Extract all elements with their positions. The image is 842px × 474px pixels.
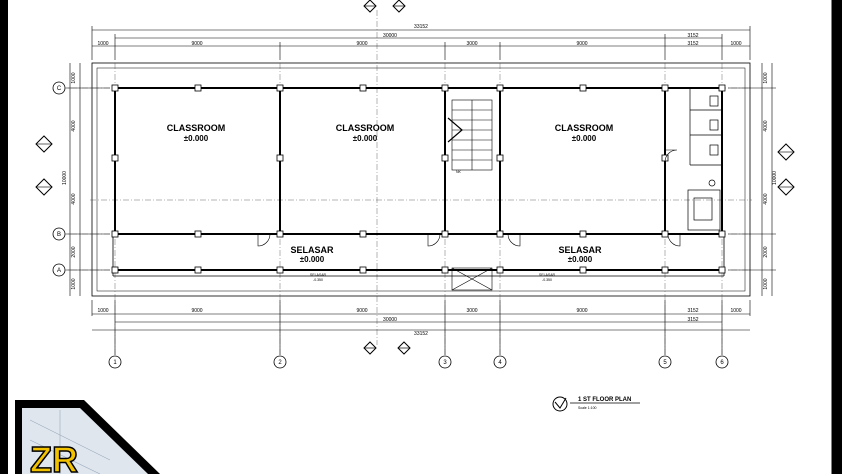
logo-text: ZR bbox=[30, 439, 78, 474]
north-arrow-bottom-left bbox=[363, 341, 377, 355]
corridor-name-1: SELASAR bbox=[290, 245, 334, 255]
column-axis-1: 1 bbox=[113, 360, 117, 366]
section-marker-left-top bbox=[35, 135, 53, 153]
dim-bottom-seg-4: 3000 bbox=[466, 308, 477, 314]
dim-top-right: 3152 bbox=[687, 33, 698, 39]
right-dimensions bbox=[728, 63, 776, 296]
room-name-1: CLASSROOM bbox=[167, 123, 226, 133]
room-name-3: CLASSROOM bbox=[555, 123, 614, 133]
north-arrow-top-left bbox=[363, 0, 377, 13]
dim-left-seg-1: 1000 bbox=[71, 72, 77, 83]
dim-bottom-seg-5: 9000 bbox=[576, 308, 587, 314]
dim-bottom-right: 3152 bbox=[687, 317, 698, 323]
toilet-block bbox=[687, 88, 722, 231]
room-level-2: ±0.000 bbox=[353, 134, 378, 143]
zr-logo bbox=[15, 400, 160, 474]
room-name-2: CLASSROOM bbox=[336, 123, 395, 133]
dim-top-seg-7: 1000 bbox=[730, 41, 741, 47]
column-axis-3: 3 bbox=[443, 360, 447, 366]
dim-right-seg-4: 2000 bbox=[763, 246, 769, 257]
drawing-title: 1 ST FLOOR PLAN bbox=[578, 397, 631, 403]
dim-bottom-mid: 30000 bbox=[383, 317, 397, 323]
dim-top-total: 33152 bbox=[414, 24, 428, 30]
selasar-small-level-1: -0.350 bbox=[313, 278, 323, 282]
dim-bottom-seg-2: 9000 bbox=[191, 308, 202, 314]
dim-right-seg-5: 1000 bbox=[763, 278, 769, 289]
entrance-steps bbox=[451, 267, 493, 291]
dim-top-seg-3: 9000 bbox=[356, 41, 367, 47]
dim-bottom-total: 33152 bbox=[414, 331, 428, 337]
floor-plan-drawing: 33152 30000 3152 1000 9000 9000 3000 900… bbox=[8, 0, 835, 474]
title-block bbox=[552, 396, 640, 412]
section-marker-right-top bbox=[777, 143, 795, 161]
dim-bottom-seg-1: 1000 bbox=[97, 308, 108, 314]
dim-top-seg-6: 3152 bbox=[687, 41, 698, 47]
dim-bottom-seg-6: 3152 bbox=[687, 308, 698, 314]
dim-top-seg-2: 9000 bbox=[191, 41, 202, 47]
dim-top-seg-4: 3000 bbox=[466, 41, 477, 47]
dim-right-total: 10000 bbox=[772, 171, 778, 185]
column-axis-2: 2 bbox=[278, 360, 282, 366]
foundation-outline bbox=[91, 62, 751, 297]
dim-top-mid: 30000 bbox=[383, 33, 397, 39]
drawing-sheet: 33152 30000 3152 1000 9000 9000 3000 900… bbox=[8, 0, 835, 474]
row-axis-B: B bbox=[57, 232, 61, 238]
dim-left-seg-5: 1000 bbox=[71, 278, 77, 289]
dim-top-seg-1: 1000 bbox=[97, 41, 108, 47]
column-axis-bubbles bbox=[108, 355, 729, 369]
row-axis-C: C bbox=[57, 86, 62, 92]
row-axis-A: A bbox=[57, 268, 61, 274]
section-marker-right-bottom bbox=[777, 178, 795, 196]
corridor-name-2: SELASAR bbox=[558, 245, 602, 255]
dim-bottom-seg-7: 1000 bbox=[730, 308, 741, 314]
dim-left-seg-3: 4000 bbox=[71, 193, 77, 204]
corridor-level-1: ±0.000 bbox=[300, 255, 325, 264]
dim-top-seg-5: 9000 bbox=[576, 41, 587, 47]
column-axis-5: 5 bbox=[663, 360, 667, 366]
drawing-scale: Scale 1:100 bbox=[578, 406, 597, 410]
dim-right-seg-2: 4000 bbox=[763, 120, 769, 131]
selasar-small-2: SELASAR bbox=[539, 273, 556, 277]
dim-left-seg-2: 4000 bbox=[71, 120, 77, 131]
north-arrow-bottom-right bbox=[397, 341, 411, 355]
column-axis-6: 6 bbox=[720, 360, 724, 366]
corridor-level-2: ±0.000 bbox=[568, 255, 593, 264]
room-level-1: ±0.000 bbox=[184, 134, 209, 143]
section-marker-left-bottom bbox=[35, 178, 53, 196]
doors bbox=[257, 149, 681, 247]
stair-mark: NK bbox=[456, 170, 462, 174]
dim-top-segments: 1000 9000 9000 3000 9000 3152 1000 bbox=[97, 41, 741, 47]
dim-right-seg-1: 1000 bbox=[763, 72, 769, 83]
selasar-small-level-2: -0.350 bbox=[542, 278, 552, 282]
structural-columns bbox=[111, 84, 726, 274]
room-level-3: ±0.000 bbox=[572, 134, 597, 143]
column-axis-4: 4 bbox=[498, 360, 502, 366]
north-arrow-top-right bbox=[392, 0, 406, 13]
row-axis-bubbles bbox=[52, 81, 66, 277]
staircase bbox=[447, 99, 493, 171]
top-dimensions bbox=[91, 26, 751, 60]
dim-left-seg-4: 2000 bbox=[71, 246, 77, 257]
dim-bottom-segments: 1000 9000 9000 3000 9000 3152 1000 bbox=[97, 308, 741, 314]
dim-bottom-seg-3: 9000 bbox=[356, 308, 367, 314]
dim-right-seg-3: 4000 bbox=[763, 193, 769, 204]
dim-left-total: 10000 bbox=[62, 171, 68, 185]
selasar-small-1: SELASAR bbox=[310, 273, 327, 277]
